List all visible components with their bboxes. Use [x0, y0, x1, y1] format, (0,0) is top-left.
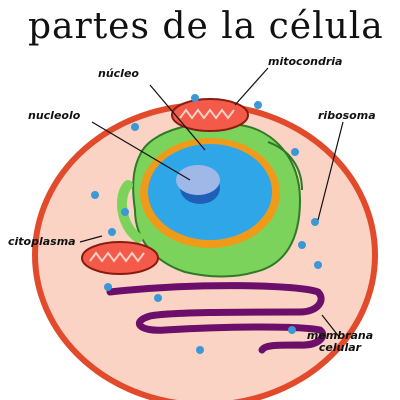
ribosome: [121, 208, 129, 216]
leader-ribosoma: [317, 121, 344, 221]
ribosome: [131, 123, 139, 131]
leader-nucleolo: [91, 121, 191, 181]
mitochondrion-top-cristae: [179, 108, 235, 120]
label-membrana-line2: celular: [318, 341, 362, 354]
leader-lines: [79, 67, 344, 339]
ribosome: [314, 261, 322, 269]
label-nucleolo: nucleolo: [28, 109, 81, 122]
mitochondrion-left: [81, 241, 159, 275]
leader-citoplasma: [79, 235, 103, 243]
label-membrana-line1: membrana: [306, 329, 374, 342]
label-ribosoma: ribosoma: [318, 109, 376, 122]
diagram-title: partes de la célula: [28, 6, 384, 47]
label-mitocondria: mitocondria: [268, 55, 343, 68]
er-fold-right: [267, 141, 303, 191]
label-nucleo: núcleo: [98, 67, 139, 80]
ribosome: [104, 283, 112, 291]
leader-membrana: [321, 314, 341, 339]
nucleolus: [176, 165, 220, 195]
ribosome: [291, 148, 299, 156]
leader-mitocondria: [234, 67, 269, 106]
label-membrana-celular: membrana celular: [300, 330, 380, 354]
mitochondrion-left-cristae: [89, 251, 145, 263]
ribosome: [91, 191, 99, 199]
ribosome: [298, 241, 306, 249]
golgi-apparatus: [106, 282, 327, 354]
ribosome: [108, 228, 116, 236]
ribosome: [196, 346, 204, 354]
ribosomes: [91, 94, 322, 354]
ribosome: [154, 294, 162, 302]
ribosome: [288, 326, 296, 334]
ribosome: [254, 101, 262, 109]
leader-nucleo: [149, 84, 206, 151]
mitochondrion-top: [171, 98, 249, 132]
ribosome: [311, 218, 319, 226]
ribosome: [191, 94, 199, 102]
label-citoplasma: citoplasma: [8, 235, 76, 248]
